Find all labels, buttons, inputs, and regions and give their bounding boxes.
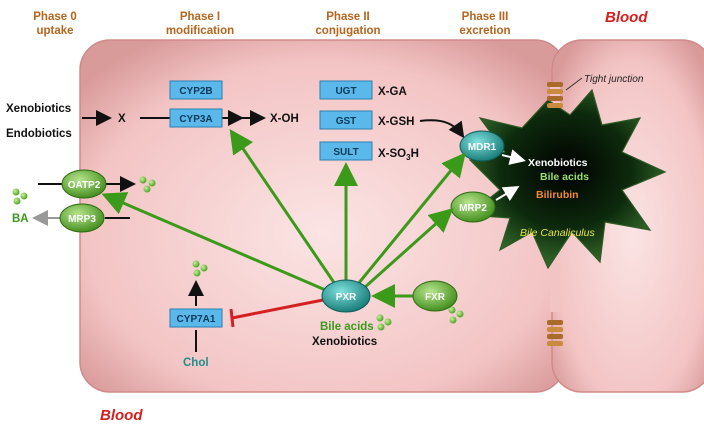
svg-text:MRP3: MRP3: [68, 214, 96, 225]
bile-acid-dots-oatp2: [139, 176, 156, 193]
bile-canaliculus-label: Bile Canaliculus: [520, 227, 595, 239]
svg-text:CYP7A1: CYP7A1: [177, 314, 216, 325]
svg-text:Phase I: Phase I: [180, 11, 220, 23]
cyp7a1-enzyme: CYP7A1: [169, 308, 223, 328]
svg-text:modification: modification: [166, 25, 234, 37]
gst-enzyme: GST: [319, 110, 373, 130]
x-oh-product: X-OH: [270, 113, 299, 125]
xenobiotics-input-label: Xenobiotics: [6, 103, 71, 115]
svg-text:CYP3A: CYP3A: [179, 114, 212, 125]
mrp3-transporter: MRP3: [59, 203, 105, 233]
tight-junction-bottom: [547, 320, 563, 346]
bile-acid-dots-pxr: [376, 314, 392, 331]
sult-enzyme: SULT: [319, 141, 373, 161]
bile-acid-dots-ba: [12, 188, 28, 205]
fxr-receptor: FXR: [412, 280, 458, 312]
svg-text:PXR: PXR: [336, 292, 357, 303]
pxr-ligand-xenobiotics: Xenobiotics: [312, 336, 377, 348]
svg-text:excretion: excretion: [459, 25, 510, 37]
ugt-enzyme: UGT: [319, 80, 373, 100]
svg-text:UGT: UGT: [335, 86, 356, 97]
svg-text:MRP2: MRP2: [459, 203, 487, 214]
mrp2-transporter: MRP2: [450, 191, 496, 223]
bile-acid-dots-fxr: [448, 306, 464, 324]
tight-junction-label: Tight junction: [584, 74, 644, 85]
endobiotics-input-label: Endobiotics: [6, 128, 72, 140]
cyp2b-enzyme: CYP2B: [169, 80, 223, 100]
svg-text:MDR1: MDR1: [468, 142, 497, 153]
svg-text:FXR: FXR: [425, 292, 446, 303]
phase-2-header: Phase II conjugation: [315, 11, 380, 37]
mdr1-transporter: MDR1: [459, 130, 505, 162]
ba-label: BA: [12, 213, 29, 225]
canaliculus-bilirubin: Bilirubin: [536, 189, 579, 201]
phase-0-header: Phase 0 uptake: [33, 11, 76, 37]
svg-text:Phase II: Phase II: [326, 11, 369, 23]
pxr-ligand-bile-acids: Bile acids: [320, 321, 374, 333]
bile-acid-dots-cyp7a1: [192, 260, 208, 277]
phase-3-header: Phase III excretion: [459, 11, 510, 37]
blood-label-top: Blood: [605, 9, 648, 26]
canaliculus-bile-acids: Bile acids: [540, 171, 589, 183]
chol-label: Chol: [183, 357, 209, 369]
svg-text:OATP2: OATP2: [68, 180, 101, 191]
svg-text:Phase III: Phase III: [462, 11, 509, 23]
phase-1-header: Phase I modification: [166, 11, 234, 37]
tight-junction-top: [547, 82, 563, 108]
x-so3h-product: X-SO3H: [378, 148, 419, 162]
cyp3a-enzyme: CYP3A: [169, 108, 223, 128]
svg-text:GST: GST: [336, 116, 357, 127]
svg-text:CYP2B: CYP2B: [179, 86, 212, 97]
svg-text:Phase 0: Phase 0: [33, 11, 76, 23]
svg-text:uptake: uptake: [36, 25, 73, 37]
oatp2-transporter: OATP2: [61, 169, 107, 199]
x-gsh-product: X-GSH: [378, 116, 414, 128]
x-substrate: X: [118, 113, 126, 125]
pxr-receptor: PXR: [321, 279, 371, 313]
blood-label-bottom: Blood: [100, 407, 143, 424]
svg-text:conjugation: conjugation: [315, 25, 380, 37]
x-ga-product: X-GA: [378, 86, 407, 98]
svg-text:SULT: SULT: [333, 147, 358, 158]
canaliculus-xenobiotics: Xenobiotics: [528, 157, 588, 169]
